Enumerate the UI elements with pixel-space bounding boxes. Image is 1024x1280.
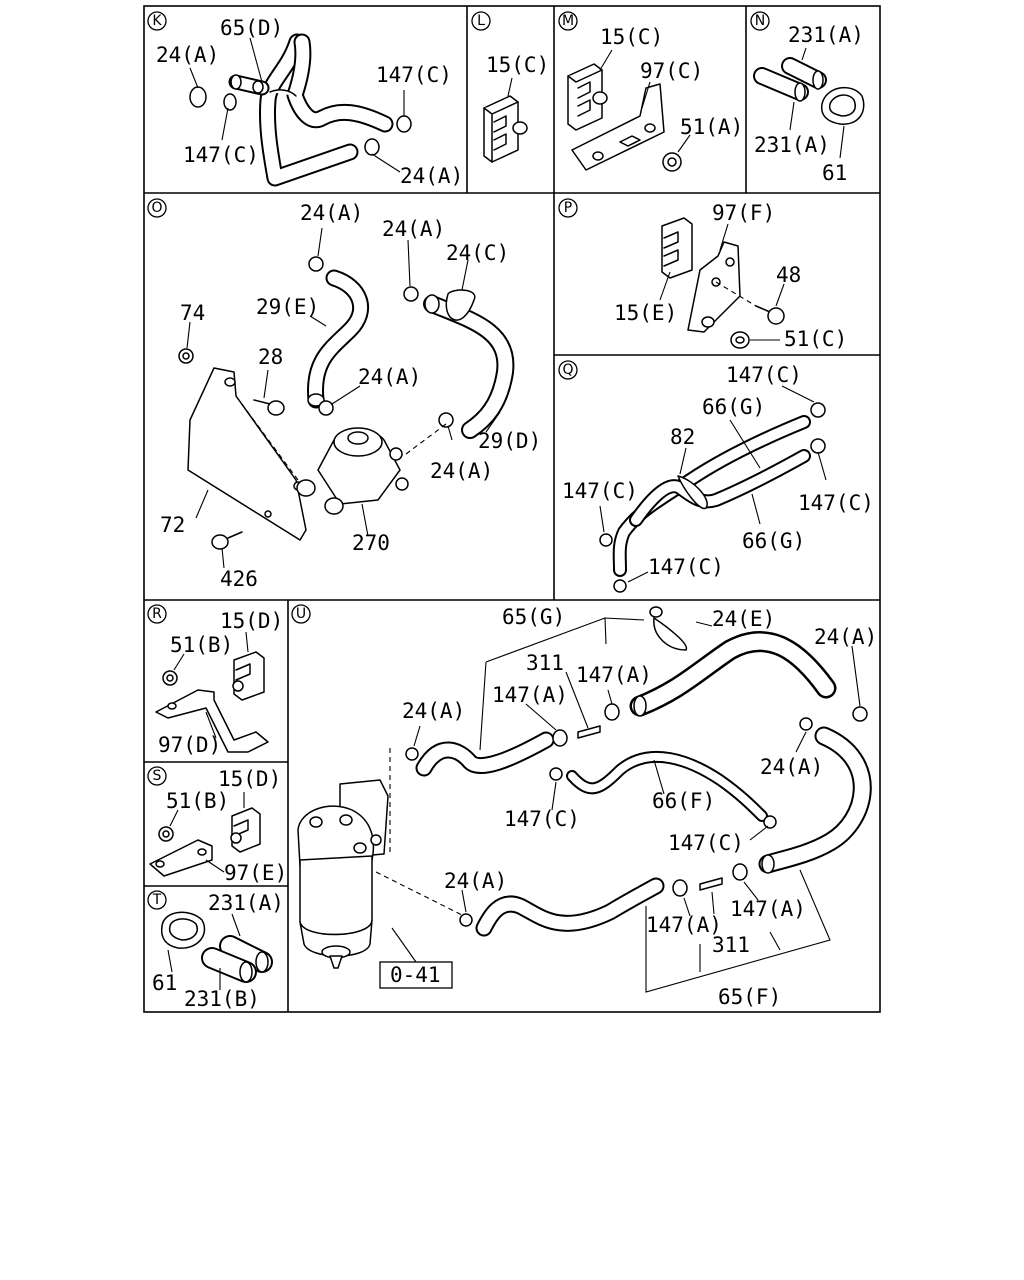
part-label: 74 xyxy=(180,301,205,325)
svg-text:N: N xyxy=(755,13,765,29)
part-label: 147(A) xyxy=(492,683,568,707)
svg-text:O: O xyxy=(151,200,162,216)
part-label: 24(A) xyxy=(402,699,465,723)
part-label: 147(C) xyxy=(376,63,452,87)
svg-text:R: R xyxy=(152,606,162,622)
part-label: 97(F) xyxy=(712,201,775,225)
part-label: 147(A) xyxy=(576,663,652,687)
part-label: 24(A) xyxy=(814,625,877,649)
section-marker-m: M xyxy=(558,11,578,31)
part-label: 147(C) xyxy=(798,491,874,515)
section-marker-l: L xyxy=(471,11,491,31)
part-label: 231(A) xyxy=(788,23,864,47)
part-label: 147(C) xyxy=(726,363,802,387)
part-label: 24(A) xyxy=(400,164,463,188)
svg-text:P: P xyxy=(564,200,572,216)
part-label: 48 xyxy=(776,263,801,287)
part-label: 147(C) xyxy=(648,555,724,579)
svg-text:L: L xyxy=(477,13,485,29)
part-label: 0-41 xyxy=(390,963,441,987)
part-label: 15(C) xyxy=(600,25,663,49)
part-label: 97(D) xyxy=(158,733,221,757)
svg-text:Q: Q xyxy=(562,362,573,378)
section-marker-q: Q xyxy=(558,360,578,380)
part-label: 147(C) xyxy=(183,143,259,167)
section-marker-r: R xyxy=(147,604,167,624)
diagram-frame xyxy=(143,5,881,1013)
section-m-parts: 15(C) 97(C) 51(A) xyxy=(567,25,743,172)
part-label: 426 xyxy=(220,567,258,591)
svg-text:T: T xyxy=(152,892,162,908)
section-n-parts: 231(A) 231(A) 61 xyxy=(753,23,865,185)
section-marker-o: O xyxy=(147,198,167,218)
part-label: 97(E) xyxy=(224,861,287,885)
section-o-parts: 24(A) 24(A) 24(C) 29(E) 74 28 24(A) 29(D… xyxy=(160,201,541,591)
part-label: 147(A) xyxy=(646,913,722,937)
part-label: 231(A) xyxy=(208,891,284,915)
part-label: 24(A) xyxy=(358,365,421,389)
part-label: 24(A) xyxy=(760,755,823,779)
part-label: 51(A) xyxy=(680,115,743,139)
section-marker-s: S xyxy=(147,766,167,786)
section-r-parts: 15(D) 51(B) 97(D) xyxy=(155,609,283,757)
section-u-parts: 65(G) 24(E) 311 147(A) 24(A) 147(A) 24(A… xyxy=(297,605,877,1009)
svg-text:S: S xyxy=(153,768,162,784)
part-label: 311 xyxy=(526,651,564,675)
part-label: 65(D) xyxy=(220,16,283,40)
part-label: 65(F) xyxy=(718,985,781,1009)
part-label: 61 xyxy=(152,971,177,995)
svg-text:M: M xyxy=(562,13,574,29)
part-label: 231(A) xyxy=(754,133,830,157)
part-label: 51(B) xyxy=(170,633,233,657)
section-marker-t: T xyxy=(147,890,167,910)
part-label: 61 xyxy=(822,161,847,185)
part-label: 15(D) xyxy=(220,609,283,633)
section-p-parts: 97(F) 48 15(E) 51(C) xyxy=(614,201,847,351)
part-label: 66(G) xyxy=(742,529,805,553)
part-label: 24(C) xyxy=(446,241,509,265)
section-marker-p: P xyxy=(558,198,578,218)
part-label: 15(C) xyxy=(486,53,549,77)
section-t-parts: 231(A) 61 231(B) xyxy=(152,891,284,1011)
part-label: 24(A) xyxy=(156,43,219,67)
part-label: 72 xyxy=(160,513,185,537)
part-label: 270 xyxy=(352,531,390,555)
part-label: 29(D) xyxy=(478,429,541,453)
part-label: 24(A) xyxy=(382,217,445,241)
svg-text:U: U xyxy=(296,606,306,622)
part-label: 29(E) xyxy=(256,295,319,319)
part-label: 147(C) xyxy=(504,807,580,831)
part-label: 311 xyxy=(712,933,750,957)
section-s-parts: 15(D) 51(B) 97(E) xyxy=(149,767,287,885)
section-l-parts: 15(C) xyxy=(483,53,549,163)
part-label: 147(C) xyxy=(668,831,744,855)
section-q-parts: 147(C) 66(G) 82 147(C) 147(C) 66(G) 147(… xyxy=(562,363,874,593)
svg-text:K: K xyxy=(152,13,162,29)
part-label: 24(E) xyxy=(712,607,775,631)
part-label: 24(A) xyxy=(430,459,493,483)
part-label: 15(D) xyxy=(218,767,281,791)
section-k-parts: 65(D) 24(A) 147(C) 147(C) 24(A) xyxy=(156,16,463,188)
part-label: 97(C) xyxy=(640,59,703,83)
part-label: 147(C) xyxy=(562,479,638,503)
section-marker-k: K xyxy=(147,11,167,31)
part-label: 51(B) xyxy=(166,789,229,813)
part-label: 28 xyxy=(258,345,283,369)
part-label: 82 xyxy=(670,425,695,449)
section-marker-u: U xyxy=(291,604,311,624)
part-label: 24(A) xyxy=(300,201,363,225)
part-label: 66(F) xyxy=(652,789,715,813)
part-label: 24(A) xyxy=(444,869,507,893)
section-marker-n: N xyxy=(750,11,770,31)
part-label: 231(B) xyxy=(184,987,260,1011)
part-label: 51(C) xyxy=(784,327,847,351)
part-label: 15(E) xyxy=(614,301,677,325)
part-label: 66(G) xyxy=(702,395,765,419)
part-label: 65(G) xyxy=(502,605,565,629)
part-label: 147(A) xyxy=(730,897,806,921)
